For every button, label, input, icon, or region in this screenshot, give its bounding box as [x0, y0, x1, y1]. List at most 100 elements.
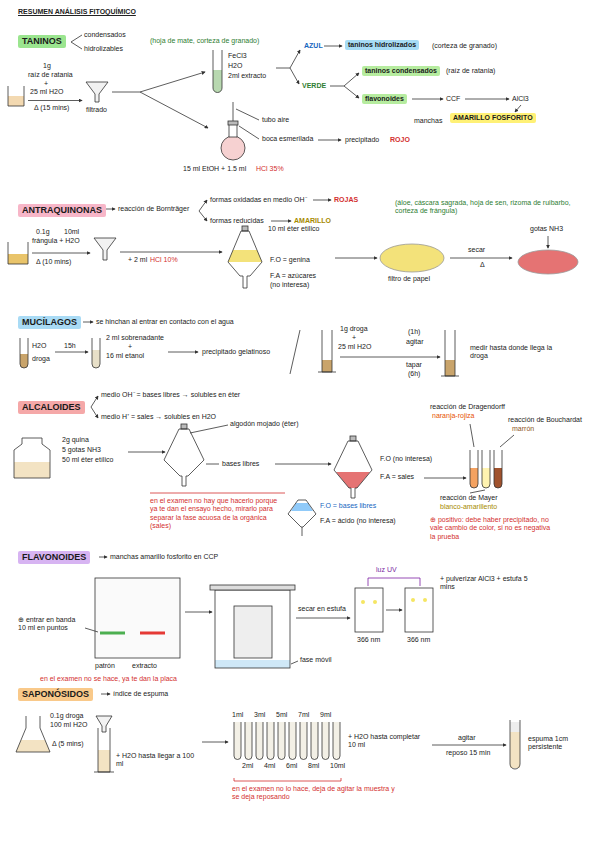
drawing-part	[100, 632, 125, 635]
drawing-part	[432, 745, 506, 746]
note-text: HCl 35%	[256, 165, 284, 173]
drawing-part	[313, 200, 331, 201]
note-text: 16 ml etanol	[106, 352, 144, 360]
note-text: filtrado	[86, 106, 107, 114]
note-text: 8ml	[308, 762, 319, 770]
note-text: 15 ml EtOH + 1.5 ml	[183, 165, 246, 173]
drawing-part	[234, 606, 272, 658]
test-tube	[311, 722, 318, 760]
saponosidos-drawing	[16, 694, 520, 781]
note-text: gotas NH3	[530, 225, 563, 233]
drawing-part	[71, 35, 82, 42]
note-text: Δ (5 mins)	[52, 740, 84, 748]
drawing-part	[112, 92, 140, 93]
note-text: +	[128, 343, 132, 351]
note-text: formas reducidas	[210, 217, 264, 225]
note-text: se hinchan al entrar en contacto con el …	[96, 318, 234, 326]
drawing-part	[8, 86, 24, 106]
drawing-part	[234, 722, 340, 760]
note-text: (áloe, cáscara sagrada, hoja de sen, riz…	[395, 199, 575, 216]
drawing-part	[228, 231, 262, 288]
note-text: secar en estufa	[298, 605, 346, 613]
drawing-part	[228, 121, 238, 125]
drawing-part	[324, 46, 342, 47]
note-text: manchas amarillo fosforito en CCP	[110, 553, 218, 561]
highlight-text: taninos hidrolizados	[348, 41, 416, 49]
drawing-part	[206, 464, 219, 465]
note-text: F.A = sales	[380, 473, 414, 481]
drawing-part	[291, 503, 313, 511]
highlight-box: taninos condensados	[362, 66, 440, 76]
drawing-part	[368, 578, 420, 586]
note-text: 2 ml sobrenadante	[106, 334, 164, 342]
note-text: FeCl3	[228, 52, 247, 60]
note-text: (hoja de mate, corteza de granado)	[150, 37, 259, 45]
note-text: blanco-amarillento	[440, 503, 497, 511]
highlight-text: AMARILLO FOSFORITO	[453, 114, 533, 122]
test-tube	[245, 722, 252, 760]
drawing-part	[330, 86, 344, 87]
drawing-part	[20, 338, 28, 368]
drawing-part	[234, 778, 341, 781]
drawing-part	[494, 450, 502, 488]
drawing-part	[8, 96, 24, 106]
drawing-part	[290, 330, 300, 374]
drawing-part	[373, 600, 377, 604]
drawing-part	[181, 424, 187, 429]
drawing-part	[465, 99, 509, 100]
drawing-part	[95, 578, 180, 658]
drawing-part	[288, 500, 316, 527]
drawing-part	[386, 610, 402, 611]
drawing-part	[482, 450, 490, 488]
note-text: en el examen no lo hace, deja de agitar …	[232, 785, 402, 802]
drawing-part	[86, 82, 108, 102]
drawing-part	[411, 598, 415, 602]
highlight-text: flavonoides	[365, 95, 404, 103]
drawing-part	[470, 468, 478, 488]
drawing-part	[424, 478, 466, 479]
test-tube	[256, 722, 263, 760]
highlight-box: MUCÍLAGOS	[18, 316, 81, 329]
note-text: reacción de Bornträger	[118, 205, 189, 213]
drawing-part	[101, 694, 110, 695]
drawing-part	[213, 70, 222, 93]
note-text: HCl 10%	[150, 256, 178, 264]
drawing-part	[350, 436, 356, 441]
note-text: 7ml	[298, 711, 309, 719]
note-text: naranja-rojiza	[432, 412, 474, 420]
test-tube	[267, 722, 274, 760]
drawing-part	[213, 50, 222, 93]
note-text: H2O	[32, 342, 46, 350]
note-text: reacción de Mayer	[440, 494, 498, 502]
drawing-part	[296, 618, 350, 619]
highlight-box: flavonoides	[362, 94, 407, 104]
drawing-part	[275, 464, 331, 465]
drawing-part	[290, 68, 299, 84]
drawing-part	[380, 244, 444, 272]
note-text: índice de espuma	[113, 690, 168, 698]
note-text: +	[352, 334, 356, 342]
drawing-part	[291, 661, 298, 664]
note-text: Δ (15 mins)	[34, 104, 69, 112]
drawing-part	[14, 462, 50, 478]
alcaloides-drawing	[14, 396, 514, 536]
drawing-part	[190, 425, 228, 433]
drawing-part	[344, 86, 359, 98]
drawing-part	[470, 424, 474, 447]
drawing-part	[140, 92, 208, 128]
drawing-part	[510, 722, 520, 732]
drawing-part	[221, 136, 245, 160]
highlight-box: AMARILLO FOSFORITO	[450, 113, 536, 123]
note-text: en el examen no hay que hacerlo porque y…	[150, 497, 285, 531]
drawing-part	[94, 772, 114, 773]
highlight-text: TANINOS	[22, 36, 62, 47]
note-text: marrón	[512, 425, 534, 433]
drawing-part	[91, 407, 98, 418]
highlight-text: ALCALOIDES	[22, 402, 81, 413]
drawing-part	[239, 126, 259, 139]
antraquinonas-drawing	[8, 200, 578, 288]
note-text: 0.1g	[36, 228, 50, 236]
note-text: H2O	[228, 62, 242, 70]
